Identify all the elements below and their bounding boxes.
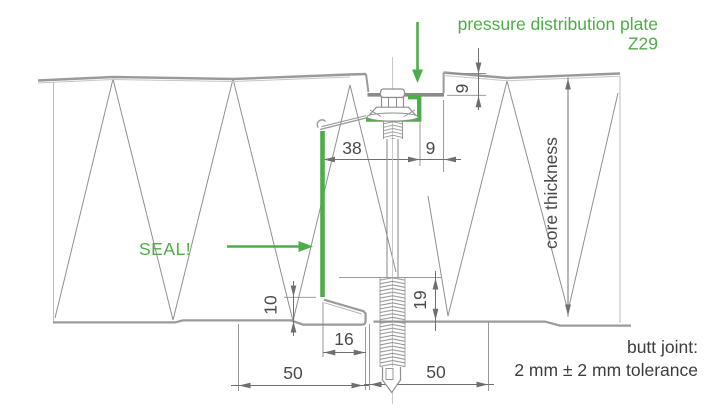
pressure-plate-label-line1: pressure distribution plate — [458, 14, 658, 34]
left-panel-core-hatch — [54, 78, 397, 322]
screw-lower-thread — [380, 277, 405, 367]
dim-10-label: 10 — [261, 295, 281, 315]
bottom-sheet-profile — [53, 298, 631, 327]
dim-19-label: 19 — [410, 290, 430, 309]
butt-joint-label-line2: 2 mm ± 2 mm tolerance — [514, 360, 698, 380]
dim-38-label: 38 — [342, 138, 361, 158]
dimension-arrowheads — [239, 61, 571, 389]
pressure-plate-arrow — [412, 22, 423, 83]
screw-upper-thread — [383, 121, 403, 139]
seal-label: SEAL! — [139, 239, 191, 259]
core-thickness-label: core thickness — [541, 137, 561, 249]
joint-tongue-profile — [316, 115, 367, 131]
screw-head-cap — [379, 88, 406, 99]
dim-9-vertical-label: 9 — [452, 84, 472, 94]
panel-cut-edges — [53, 76, 621, 323]
seal-arrow — [227, 241, 313, 252]
dim-50-right-label: 50 — [426, 362, 446, 382]
right-panel-core-hatch — [427, 80, 619, 317]
butt-joint-label-line1: butt joint: — [627, 337, 698, 357]
screw-fastener — [365, 57, 420, 404]
top-sheet-profile — [37, 71, 621, 93]
dim-50-left-label: 50 — [283, 363, 303, 383]
dim-16-label: 16 — [334, 329, 353, 349]
extension-lines — [238, 73, 489, 391]
pressure-plate-label-line2: Z29 — [628, 34, 658, 54]
dim-9-horizontal-label: 9 — [426, 138, 436, 158]
